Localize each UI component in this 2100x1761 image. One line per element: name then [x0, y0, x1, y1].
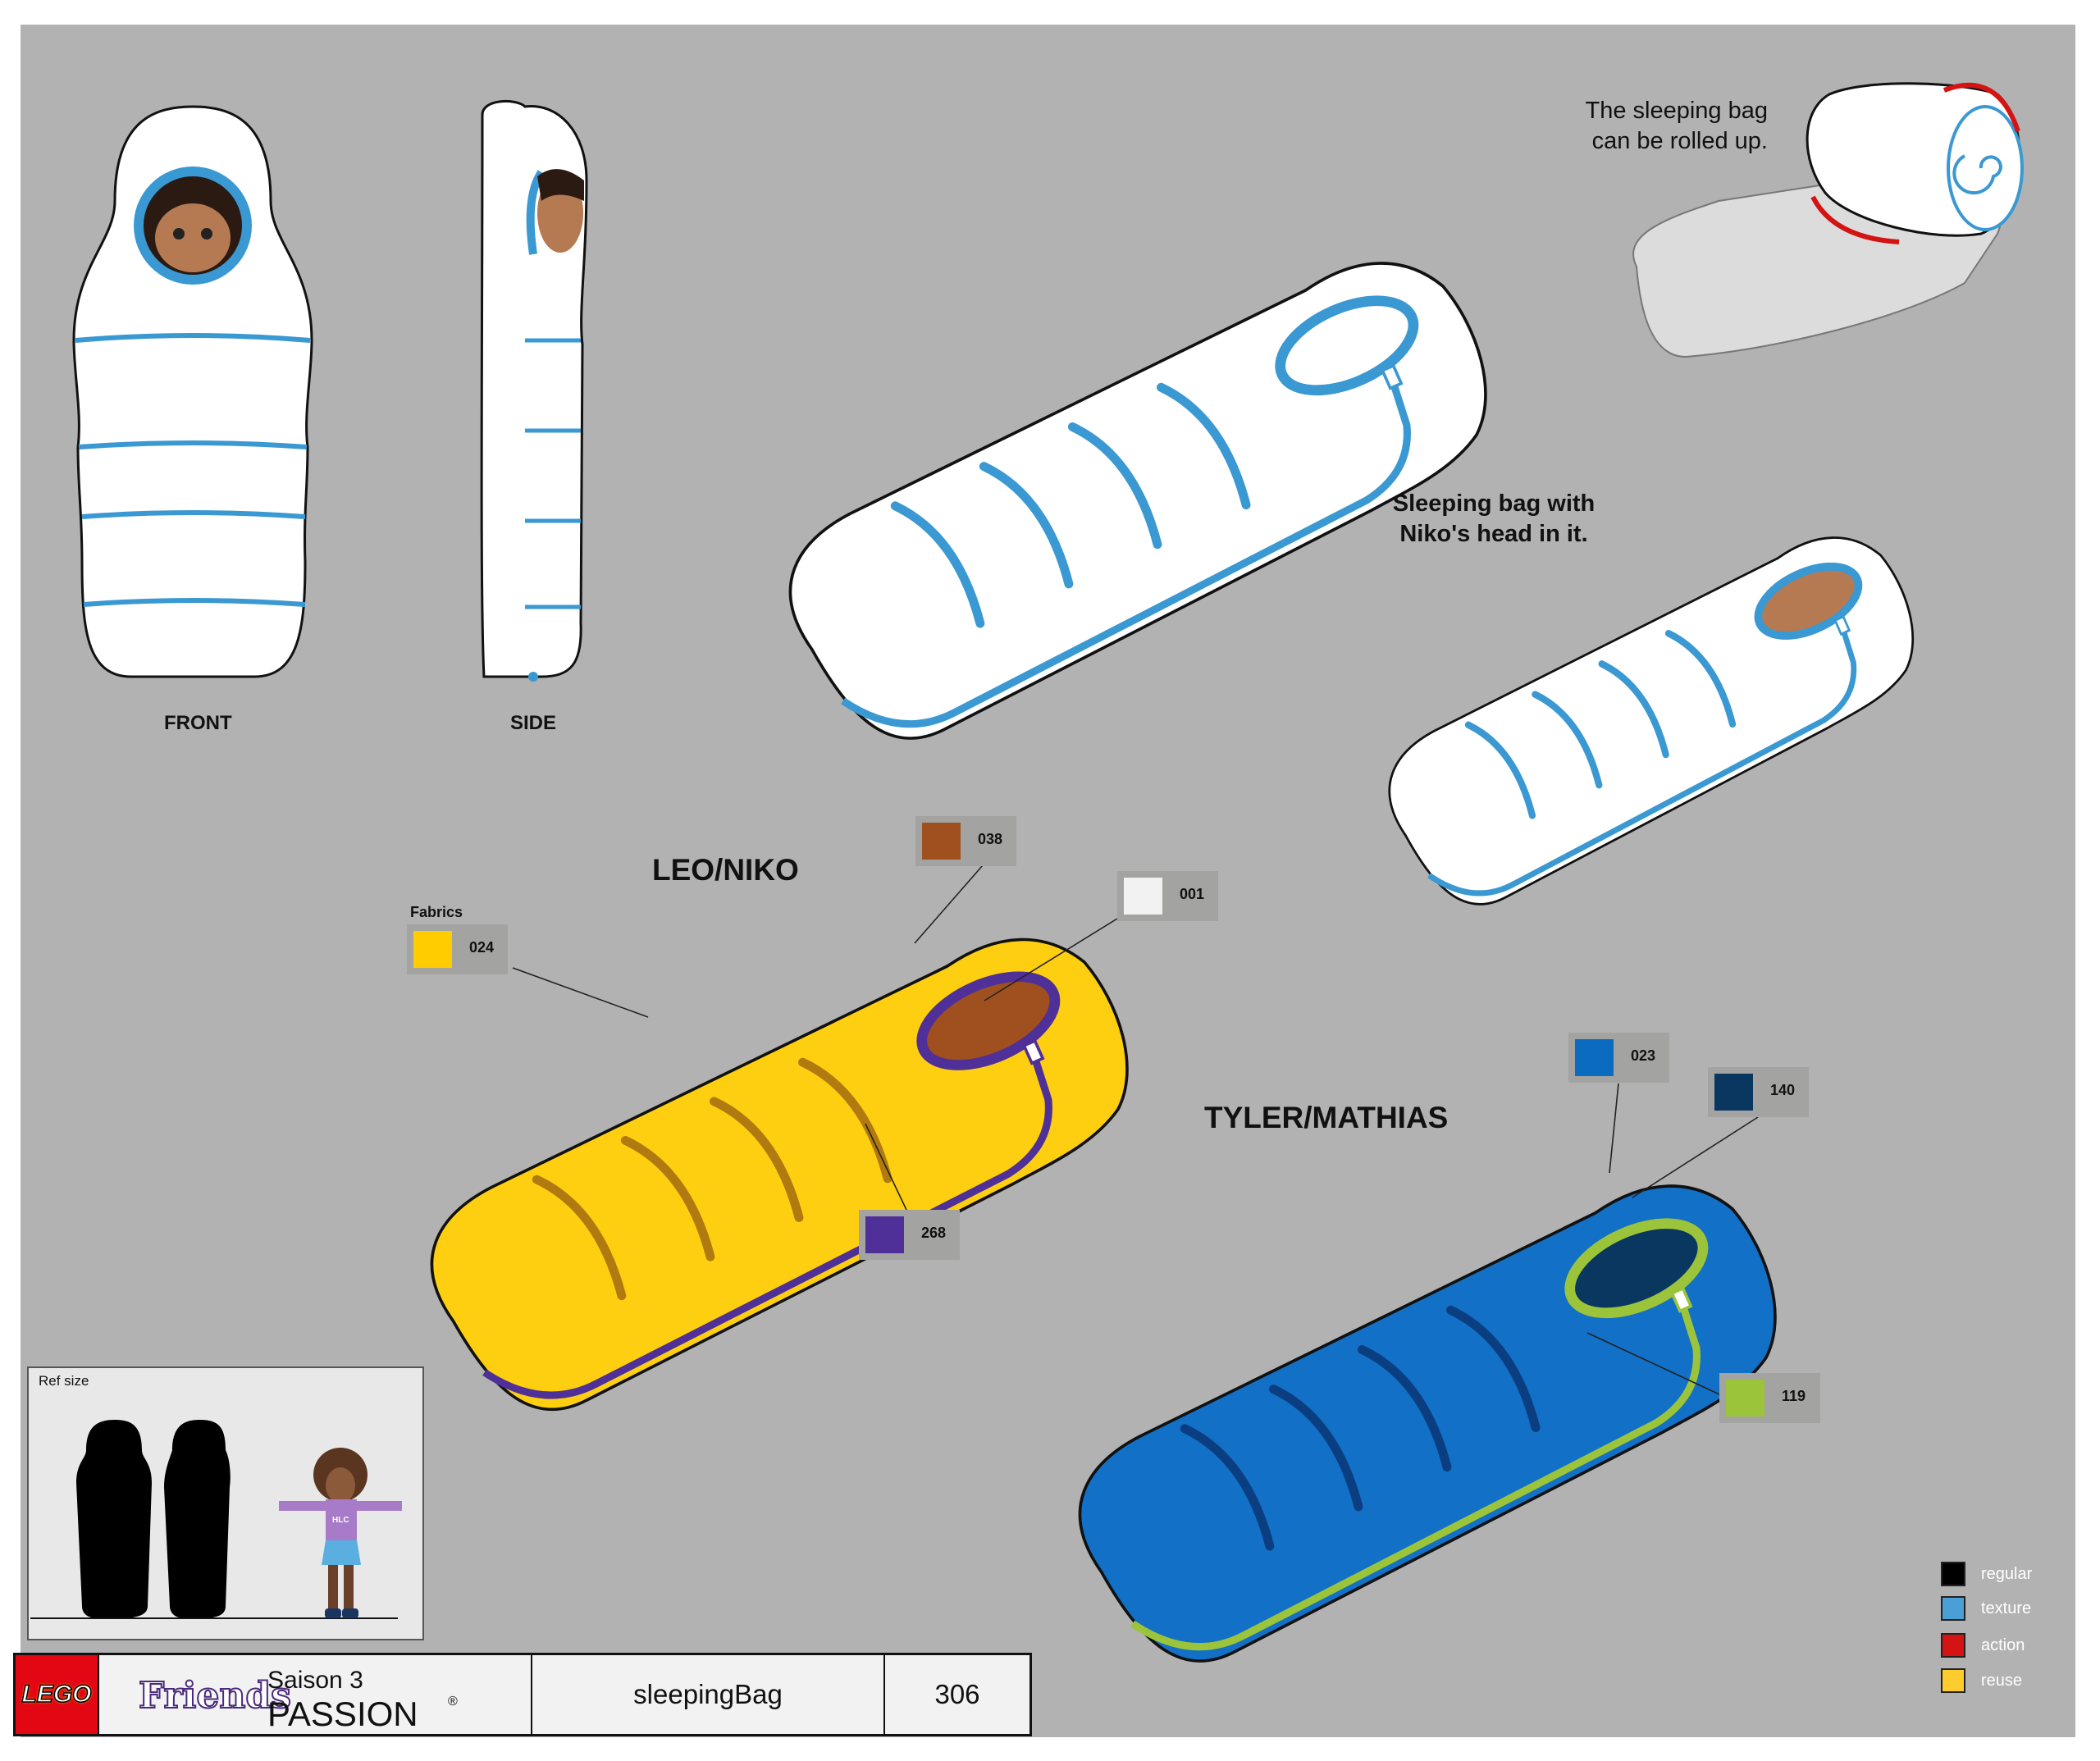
figure-shirt-text: HLC	[332, 1516, 349, 1525]
swatch-code: 119	[1782, 1388, 1806, 1404]
swatch-chip	[922, 823, 961, 860]
quilt-seam	[1157, 382, 1251, 510]
large-white-sleeping-bag	[788, 262, 1487, 740]
theme-label: PASSION	[267, 1695, 418, 1733]
quilt-seam	[1180, 1424, 1275, 1551]
quilt-seam	[1532, 691, 1603, 789]
quilt-seam	[620, 1136, 715, 1261]
head-opening	[916, 971, 1061, 1070]
side-view-sleeping-bag	[480, 99, 588, 682]
swatch-268: 268	[859, 1210, 960, 1260]
zipper-pull	[1669, 1286, 1693, 1313]
head-note-line1: Sleeping bag with	[1392, 490, 1596, 517]
side-label: SIDE	[510, 712, 557, 734]
quilt-seam	[1664, 630, 1737, 728]
swatch-023: 023	[1568, 1033, 1669, 1083]
quilt-seam	[1268, 1385, 1363, 1512]
variant-title-tyler-mathias: TYLER/MATHIAS	[1204, 1101, 1449, 1134]
bag-trim	[482, 1034, 1052, 1399]
ref-size-label: Ref size	[39, 1373, 89, 1389]
swatch-140: 140	[1708, 1067, 1809, 1117]
head-note-line2: Niko's head in it.	[1399, 521, 1588, 547]
front-label: FRONT	[164, 712, 232, 734]
sleeping-bag-with-head	[1388, 536, 1915, 906]
swatch-code: 038	[978, 831, 1003, 847]
fabrics-label: Fabrics	[410, 904, 463, 920]
swatch-code: 001	[1180, 886, 1205, 902]
asset-name-cell: sleepingBag	[532, 1655, 885, 1734]
quilt-seam	[890, 501, 985, 628]
swatch-001: 001	[1117, 871, 1218, 921]
bag-trim	[1130, 1282, 1701, 1651]
swatch-024: 024	[407, 924, 508, 974]
quilt-seam	[979, 462, 1074, 589]
swatch-chip	[1714, 1074, 1753, 1111]
asset-name: sleepingBag	[633, 1679, 783, 1709]
rolled-note-line1: The sleeping bag	[1585, 98, 1769, 124]
ref-size-panel: Ref size HLC	[27, 1366, 424, 1640]
ref-size-silhouettes: HLC	[30, 1420, 402, 1619]
swatch-code: 140	[1770, 1082, 1796, 1098]
variant-title-leo-niko: LEO/NIKO	[652, 853, 799, 887]
series-cell: Friends Saison 3 PASSION ®	[99, 1655, 532, 1734]
quilt-seam	[1446, 1305, 1541, 1433]
legend-swatch-regular	[1941, 1562, 1965, 1586]
sheet-number: 306	[934, 1679, 980, 1709]
swatch-chip	[865, 1216, 904, 1253]
season-label: Saison 3	[267, 1667, 363, 1694]
legend-label: texture	[1981, 1599, 2032, 1617]
swatch-chip	[413, 931, 452, 968]
rolled-up-sleeping-bag	[1632, 82, 2024, 358]
head-opening	[1564, 1218, 1709, 1319]
head-opening	[1754, 562, 1863, 640]
legend-swatch-action	[1941, 1633, 1965, 1658]
swatch-code: 268	[921, 1225, 947, 1241]
yellow-sleeping-bag-leo-niko	[430, 938, 1129, 1412]
swatch-chip	[1124, 878, 1162, 915]
blue-sleeping-bag-tyler-mathias	[1078, 1184, 1777, 1663]
bag-trim	[841, 359, 1411, 728]
legend-swatch-texture	[1941, 1596, 1965, 1621]
swatch-119: 119	[1719, 1373, 1820, 1423]
zipper-pull	[1380, 363, 1404, 390]
head-opening	[1275, 295, 1419, 396]
title-block: LEGO Friends Saison 3 PASSION ® sleeping…	[13, 1653, 1032, 1736]
lego-logo-text: LEGO	[21, 1680, 93, 1709]
swatch-chip	[1726, 1380, 1764, 1417]
quilt-seam	[1464, 721, 1536, 819]
swatch-038: 038	[915, 816, 1016, 866]
legend-label: reuse	[1981, 1672, 2023, 1690]
legend-label: action	[1981, 1636, 2025, 1654]
swatch-code: 024	[469, 939, 495, 956]
quilt-seam	[532, 1175, 627, 1301]
swatch-code: 023	[1631, 1047, 1656, 1064]
zipper-pull	[1833, 614, 1851, 636]
bag-trim	[1427, 612, 1857, 896]
swatch-chip	[1575, 1039, 1614, 1076]
quilt-seam	[1598, 660, 1669, 759]
rolled-note: The sleeping bag can be rolled up.	[1559, 96, 1769, 157]
registered-mark: ®	[448, 1695, 458, 1709]
lego-logo: LEGO	[16, 1655, 99, 1734]
friends-logo: Friends	[138, 1674, 292, 1718]
legend-swatch-reuse	[1941, 1668, 1965, 1693]
quilt-seam	[1067, 422, 1162, 550]
head-note: Sleeping bag with Niko's head in it.	[1345, 489, 1642, 550]
quilt-seam	[1357, 1344, 1452, 1472]
number-cell: 306	[885, 1655, 1029, 1734]
zipper-pull	[1021, 1038, 1045, 1065]
rolled-note-line2: can be rolled up.	[1591, 128, 1768, 154]
front-view-sleeping-bag	[72, 105, 313, 678]
quilt-seam	[709, 1097, 804, 1222]
legend-label: regular	[1981, 1565, 2033, 1583]
